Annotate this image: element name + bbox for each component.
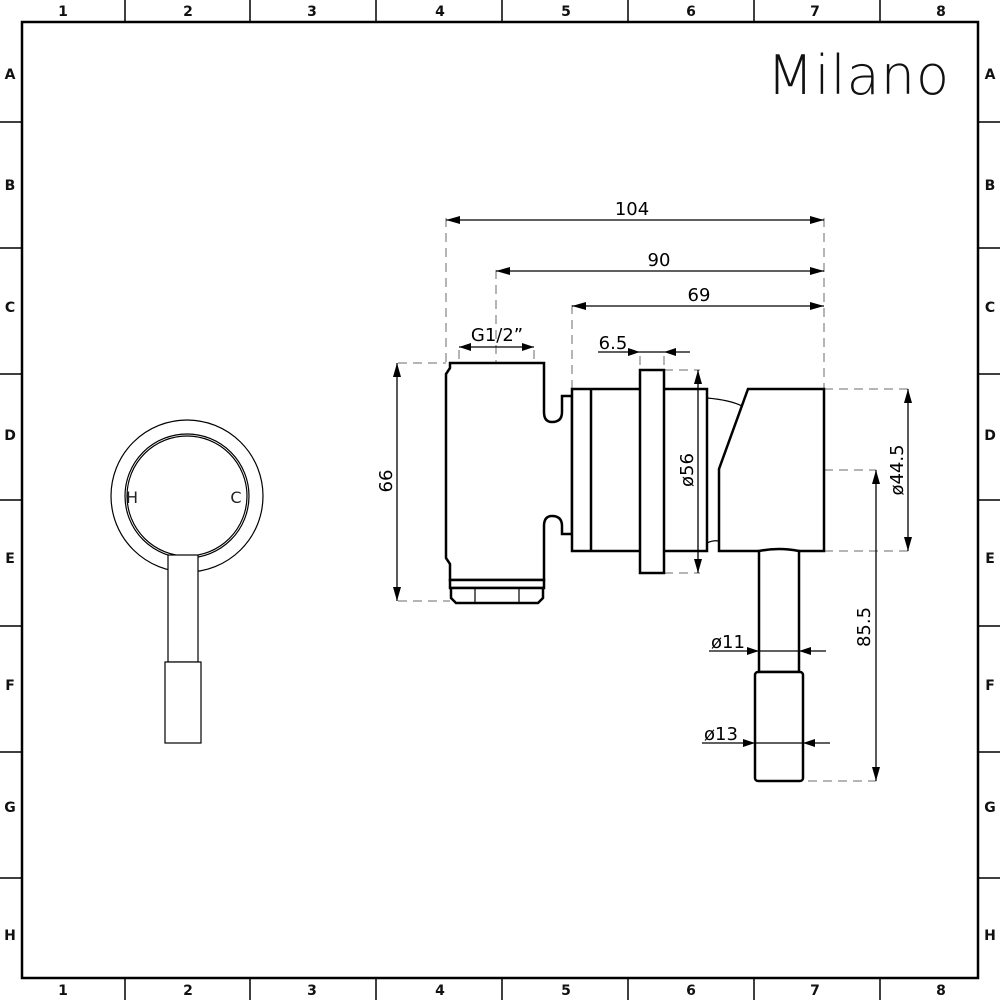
lever-stem [167, 554, 199, 663]
brand-logo: Milano [767, 44, 950, 107]
row-label: C [985, 300, 995, 316]
lever-grip [753, 670, 805, 783]
dim-label-69: 69 [688, 285, 711, 306]
hub-curve-bottom [706, 540, 720, 544]
dim-label-85-5: 85.5 [854, 607, 875, 647]
column-label: 1 [58, 4, 68, 20]
dimension-flange-thickness: 6.5 [598, 333, 690, 356]
dim-label-66: 66 [376, 470, 397, 493]
column-label: 4 [435, 983, 445, 999]
top-column-ruler: 1 2 3 4 5 6 7 8 [58, 0, 946, 22]
row-label: D [984, 428, 996, 444]
dimension-body-height: 66 [376, 363, 401, 601]
row-label: G [4, 800, 16, 816]
lever-grip [164, 661, 202, 744]
row-label: F [985, 678, 995, 694]
column-label: 3 [307, 4, 317, 20]
side-view: 104 90 69 G1/2” 6.5 [376, 199, 912, 783]
column-label: 7 [810, 4, 820, 20]
column-label: 3 [307, 983, 317, 999]
row-label: E [985, 551, 995, 567]
cold-label: C [230, 488, 241, 507]
column-label: 6 [686, 4, 696, 20]
dim-label-13: ø13 [704, 724, 738, 745]
wall-plate [638, 368, 666, 575]
row-label: H [4, 928, 16, 944]
row-label: D [4, 428, 16, 444]
column-label: 5 [561, 4, 571, 20]
dimension-lever-length: 85.5 [854, 470, 880, 781]
hub-curve-top [706, 397, 743, 407]
column-label: 6 [686, 983, 696, 999]
dimension-projection: 69 [572, 285, 824, 310]
column-label: 5 [561, 983, 571, 999]
column-label: 4 [435, 4, 445, 20]
hot-label: H [126, 488, 138, 507]
dimension-thread: G1/2” [459, 325, 534, 351]
column-label: 2 [183, 983, 193, 999]
dim-label-90: 90 [648, 250, 671, 271]
dimension-depth-from-thread: 90 [496, 250, 824, 275]
dim-label-104: 104 [615, 199, 649, 220]
dimension-plate-diameter: ø56 [677, 370, 702, 573]
front-view: H C [110, 419, 264, 744]
dimension-overall-depth: 104 [446, 199, 824, 224]
row-label: A [985, 67, 996, 83]
column-label: 1 [58, 983, 68, 999]
row-label: C [5, 300, 15, 316]
dim-label-11: ø11 [711, 632, 745, 653]
dim-label-44-5: ø44.5 [887, 444, 908, 495]
lever-arm [757, 547, 801, 674]
dim-label-6-5: 6.5 [599, 333, 628, 354]
dimension-hub-diameter: ø44.5 [887, 389, 912, 551]
row-label: A [5, 67, 16, 83]
column-label: 7 [810, 983, 820, 999]
row-label: F [5, 678, 15, 694]
row-label: B [5, 178, 16, 194]
column-label: 8 [936, 4, 946, 20]
dimension-grip-diameter: ø13 [702, 724, 830, 747]
inner-plate-ring-2 [126, 435, 248, 557]
column-label: 8 [936, 983, 946, 999]
row-label: E [5, 551, 15, 567]
valve-body [444, 361, 574, 582]
row-label: H [984, 928, 996, 944]
handle-hub [717, 387, 826, 553]
dim-label-thread: G1/2” [471, 325, 523, 346]
column-label: 2 [183, 4, 193, 20]
body-nut [449, 586, 545, 605]
bottom-column-ruler: 1 2 3 4 5 6 7 8 [58, 978, 946, 1000]
dim-label-56: ø56 [677, 453, 698, 487]
row-label: G [984, 800, 996, 816]
left-row-ruler: A B C D E F G H [0, 67, 22, 944]
dimension-lever-diameter: ø11 [709, 632, 826, 655]
row-label: B [985, 178, 996, 194]
right-row-ruler: A B C D E F G H [978, 67, 1000, 944]
